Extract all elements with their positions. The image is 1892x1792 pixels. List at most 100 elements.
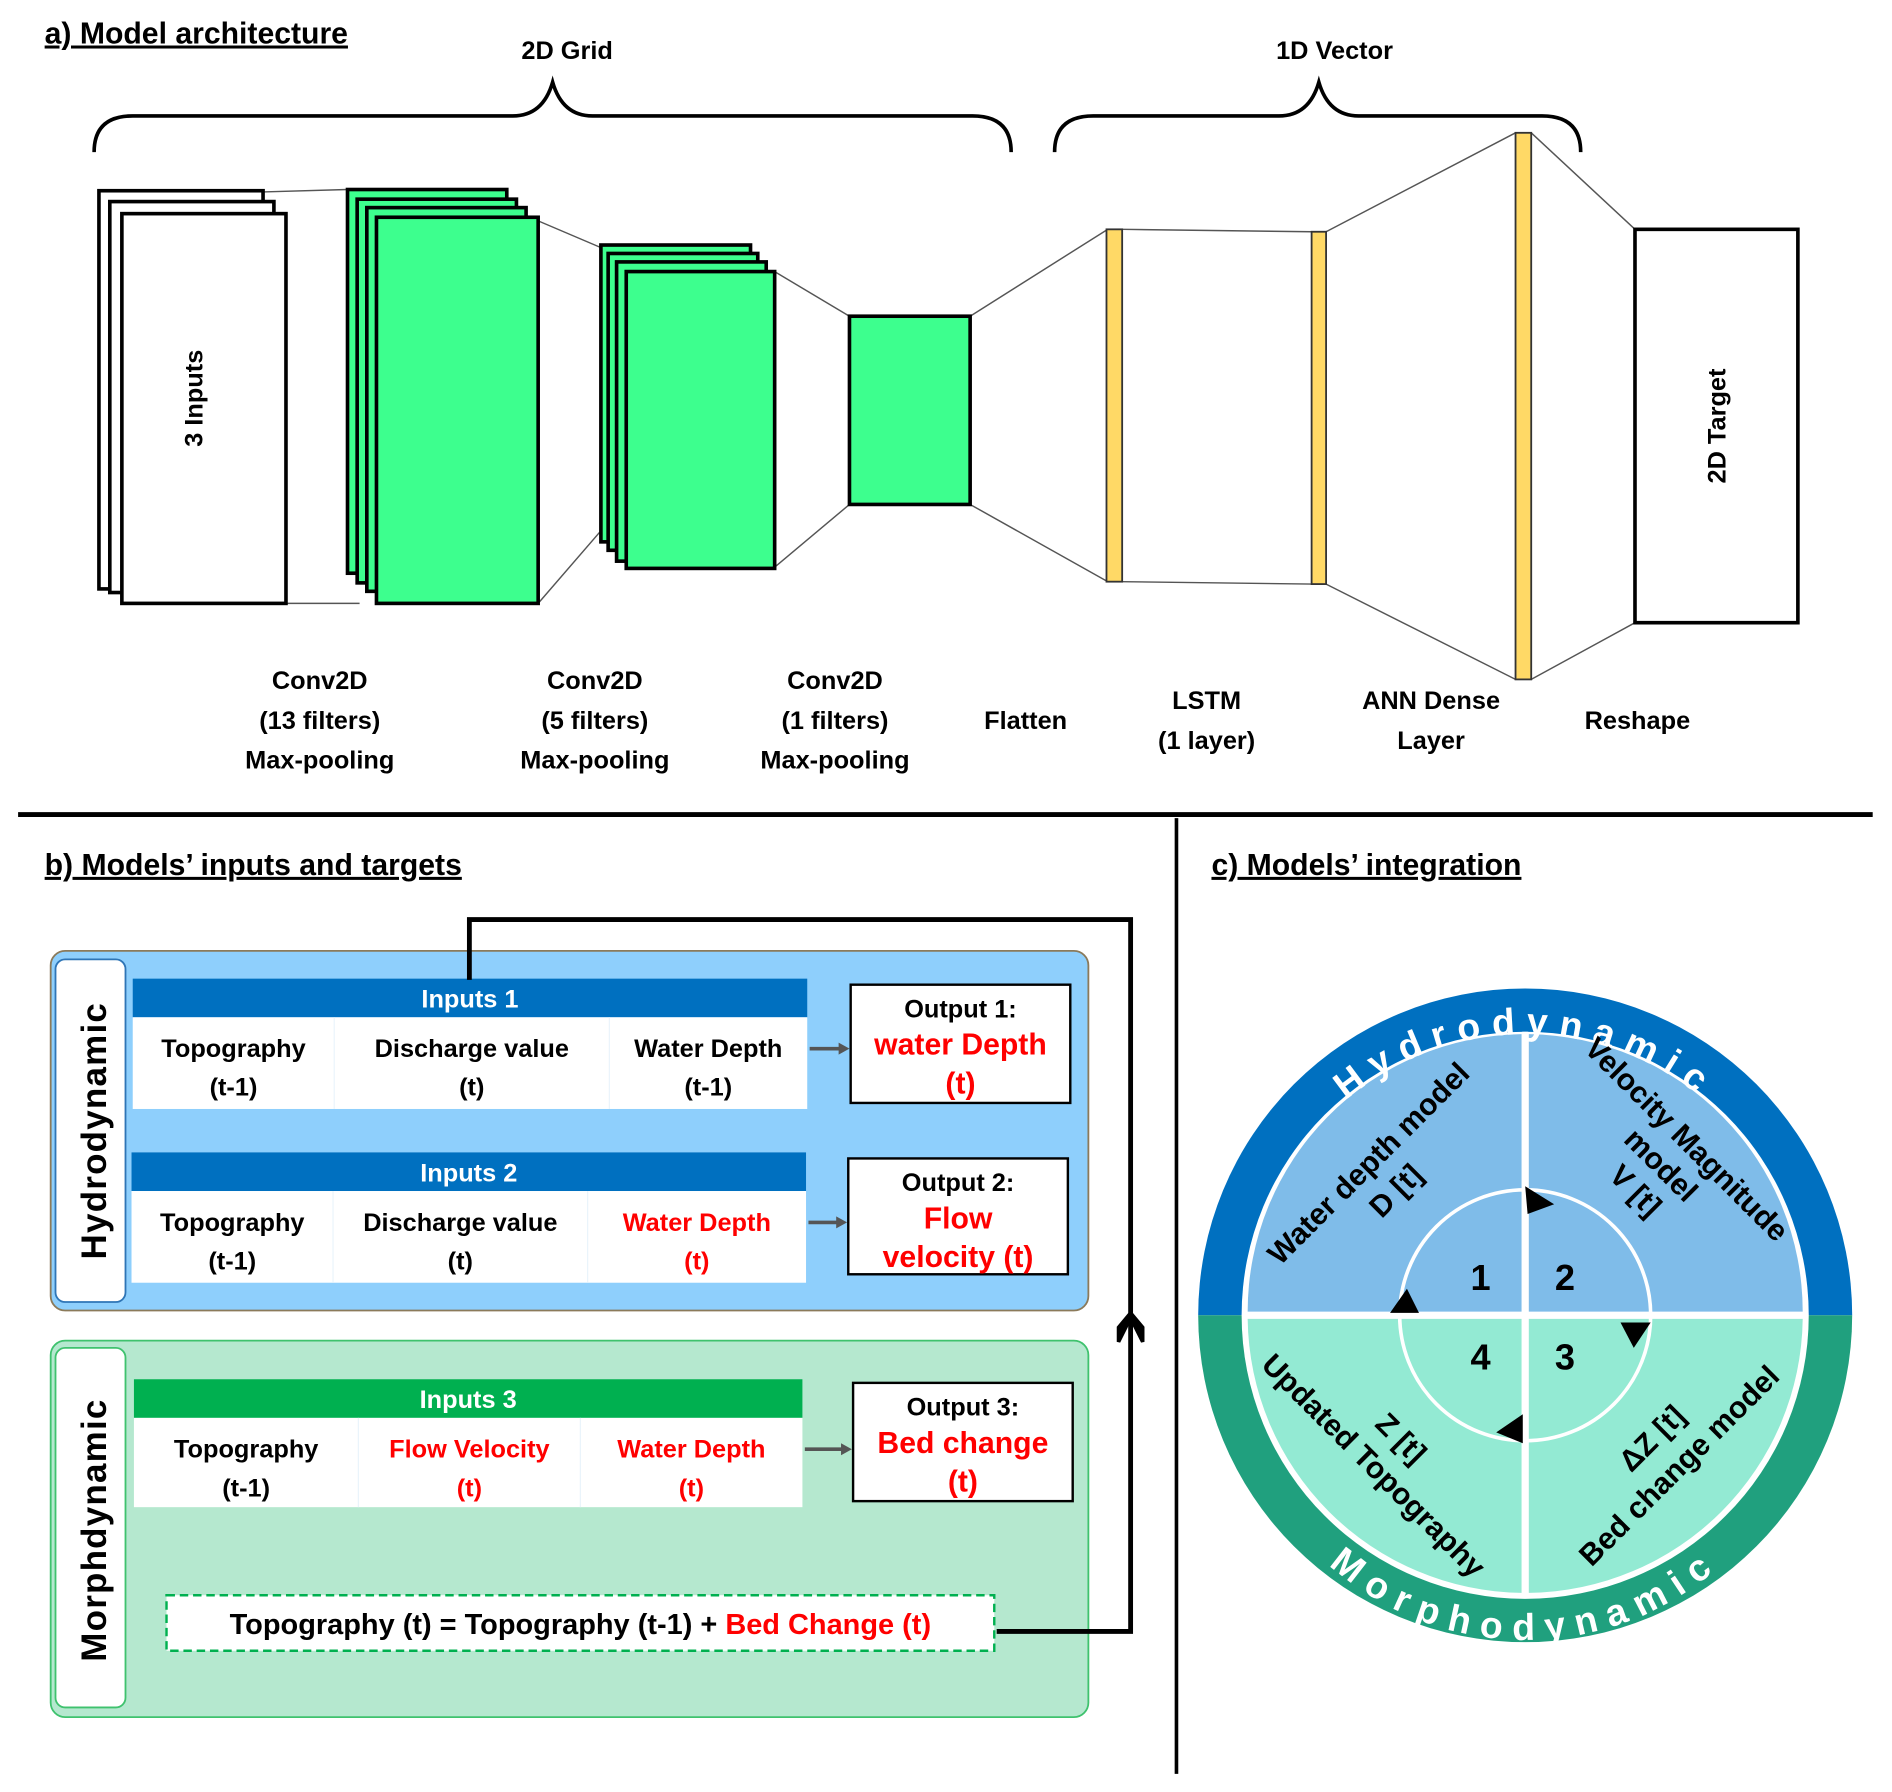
conv3-block — [847, 314, 972, 507]
model-table-3: Inputs 3 Topography (t-1) Flow Velocity (t) W… — [133, 1379, 1074, 1508]
section-b-title: b) Models’ inputs and targets — [45, 849, 462, 882]
layer-label-line: Layer — [1397, 727, 1465, 755]
inputs-header: Inputs 1 — [421, 986, 518, 1014]
layer-label-line: Conv2D — [272, 667, 368, 695]
input-cell-name: Topography — [174, 1436, 318, 1464]
output-title: Output 3: — [907, 1393, 1020, 1421]
brace-1d-vector — [1052, 75, 1583, 153]
conv2-stack — [599, 243, 777, 571]
feedback-arrowhead-icon — [1116, 1310, 1145, 1343]
lstm-bar — [1310, 230, 1327, 585]
output-value: (t) — [948, 1465, 978, 1498]
output-box — [849, 983, 1072, 1105]
inputs-header-bar — [133, 1379, 803, 1418]
input-cell-time: (t) — [679, 1474, 704, 1502]
input-cell-time: (t) — [448, 1247, 473, 1275]
cycle-arrow-1-to-2-icon — [1525, 1186, 1555, 1214]
output-value: water Depth — [873, 1029, 1047, 1062]
output-arrow-icon — [838, 1042, 850, 1055]
morphodynamic-label-box — [54, 1346, 127, 1709]
input-cell-name: Flow Velocity — [389, 1436, 549, 1464]
inputs-row — [131, 1191, 807, 1283]
output-value: velocity (t) — [883, 1241, 1034, 1274]
layer-label-5: LSTM(1 layer) — [1158, 687, 1255, 755]
topography-update-equation: Topography (t) = Topography (t-1) + Bed … — [230, 1609, 931, 1641]
layer-label-line: (13 filters) — [259, 707, 380, 735]
output-box — [851, 1381, 1074, 1503]
input-cell-time: (t) — [459, 1074, 484, 1102]
section-a-title: a) Model architecture — [45, 18, 348, 51]
cycle-arrow-3-to-4-icon — [1496, 1414, 1523, 1444]
input-cell-name: Discharge value — [363, 1209, 557, 1237]
input-cell-name: Water Depth — [623, 1209, 771, 1237]
inputs-header: Inputs 3 — [420, 1386, 517, 1414]
input-block-label: 3 Inputs — [181, 350, 209, 447]
layer-label-line: LSTM — [1172, 687, 1241, 715]
inputs-row — [132, 1017, 808, 1109]
layer-label-line: Flatten — [984, 707, 1067, 735]
quadrant-number-4: 4 — [1470, 1337, 1490, 1378]
brace-2d-grid-label: 2D Grid — [521, 37, 612, 65]
model-table-1: Inputs 1 Topography (t-1) Discharge value (t… — [132, 978, 1072, 1109]
layer-label-1: Conv2D (13 filters) Max-pooling — [245, 667, 394, 775]
hydrodynamic-label: Hydrodynamic — [75, 1002, 114, 1260]
quadrant-4 — [1247, 1318, 1522, 1593]
input-cell-time: (t) — [457, 1474, 482, 1502]
layer-label-line: Max-pooling — [520, 747, 669, 775]
section-b: b) Models’ inputs and targets Hydrodynam… — [45, 849, 1145, 1719]
target-block-label: 2D Target — [1703, 368, 1731, 484]
input-stack — [97, 188, 288, 606]
layer-label-line: Reshape — [1585, 707, 1691, 735]
output-title: Output 1: — [904, 995, 1017, 1023]
output-arrow-icon — [836, 1216, 848, 1229]
feedback-loop-line — [466, 917, 1134, 1634]
target-block — [1633, 227, 1800, 625]
brace-1d-vector-label: 1D Vector — [1276, 37, 1393, 65]
quadrant-3 — [1528, 1318, 1803, 1593]
input-cell-name: Water Depth — [634, 1035, 782, 1063]
section-a: a) Model architecture 2D Grid 1D Vector — [45, 18, 1800, 775]
inputs-header-bar — [131, 1152, 807, 1192]
output-arrow-icon — [841, 1443, 852, 1456]
quadrant-number-1: 1 — [1470, 1257, 1490, 1298]
layer-label-line: Max-pooling — [760, 747, 909, 775]
layer-label-line: (5 filters) — [541, 707, 648, 735]
output-box — [847, 1157, 1070, 1276]
input-cell-time: (t-1) — [222, 1474, 270, 1502]
input-cell-time: (t-1) — [684, 1074, 732, 1102]
output-title: Output 2: — [902, 1169, 1015, 1197]
layer-label-4: Flatten — [984, 707, 1067, 735]
layer-label-line: Max-pooling — [245, 747, 394, 775]
layer-label-line: (1 filters) — [782, 707, 889, 735]
input-cell-time: (t-1) — [210, 1074, 258, 1102]
cycle-arrow-2-to-3-icon — [1620, 1322, 1651, 1348]
layer-label-line: Conv2D — [787, 667, 883, 695]
input-cell-time: (t) — [684, 1247, 709, 1275]
cycle-arrow-4-to-1-icon — [1390, 1288, 1419, 1313]
quadrant-number-2: 2 — [1555, 1257, 1575, 1298]
quadrant-2 — [1528, 1034, 1803, 1312]
input-cell-name: Discharge value — [375, 1035, 569, 1063]
output-value: Flow — [924, 1202, 993, 1235]
topography-update-box — [165, 1594, 996, 1652]
layer-label-line: Conv2D — [547, 667, 643, 695]
flatten-bar — [1105, 228, 1124, 583]
layer-labels: Conv2D (13 filters) Max-pooling Conv2D (5 fi… — [245, 667, 1690, 775]
morphodynamic-label: Morphdynamic — [75, 1398, 114, 1661]
inputs-header-bar — [132, 978, 808, 1018]
inputs-header: Inputs 2 — [420, 1159, 517, 1187]
quadrant-number-3: 3 — [1555, 1337, 1575, 1378]
quadrant-1 — [1247, 1034, 1522, 1312]
model-tables: Inputs 1 Topography (t-1) Discharge value (t… — [131, 978, 1074, 1508]
input-cell-name: Topography — [161, 1035, 305, 1063]
layer-label-3: Conv2D (1 filters) Max-pooling — [760, 667, 909, 775]
section-c-title: c) Models’ integration — [1211, 849, 1521, 882]
input-cell-name: Water Depth — [617, 1436, 765, 1464]
hydrodynamic-label-box — [54, 958, 127, 1303]
inputs-row — [133, 1417, 803, 1508]
dense-bar — [1514, 131, 1533, 681]
conv1-stack — [345, 187, 540, 606]
brace-2d-grid — [92, 75, 1013, 153]
